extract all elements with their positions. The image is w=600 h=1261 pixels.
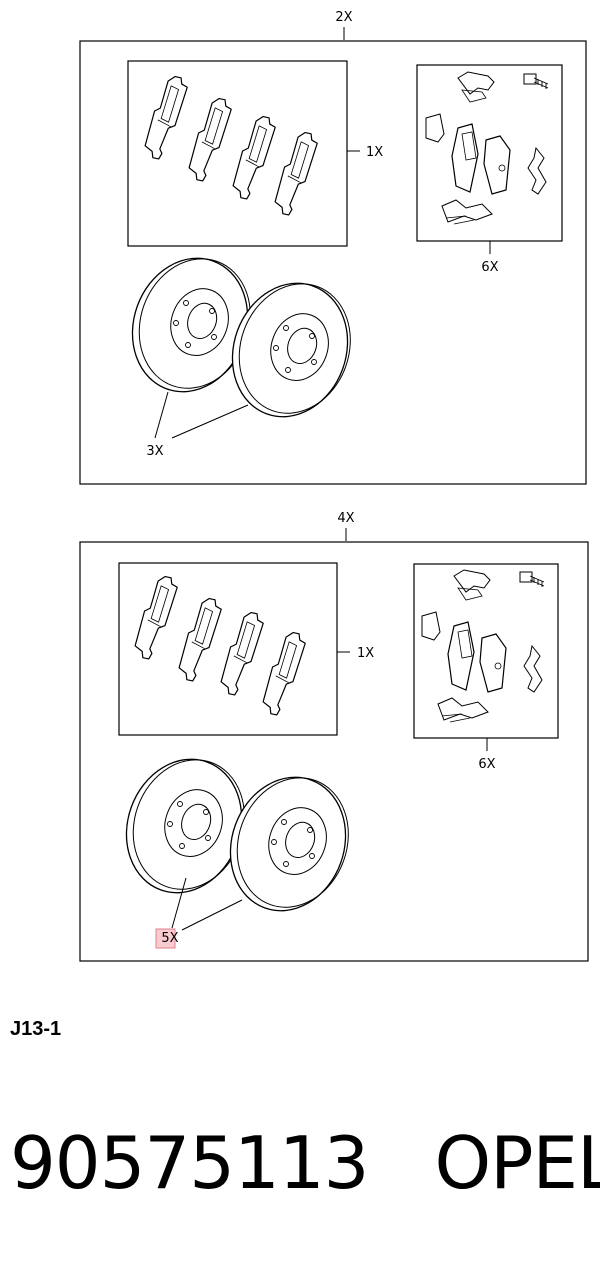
upper-kit: 2X 1X 6X 3X [79, 10, 587, 485]
upper-pads-box [127, 60, 348, 247]
lower-disc-right [211, 760, 367, 928]
part-number: 90575113 [10, 1121, 369, 1205]
lower-pads-qty-label: 1X [357, 646, 374, 661]
upper-hardware-qty-label: 6X [481, 260, 498, 275]
upper-kit-frame [79, 40, 587, 485]
lower-kit-frame [79, 541, 589, 962]
lower-kit-qty-label: 4X [337, 511, 354, 526]
diagram-code: J13-1 [10, 1018, 62, 1040]
parts-diagram-svg: 2X 1X 6X 3X 4X 1X 6X [79, 10, 589, 962]
lower-pads-box [118, 562, 338, 736]
lower-hardware-qty-label: 6X [478, 757, 495, 772]
upper-pads-qty-label: 1X [366, 145, 383, 160]
lower-hardware-box [413, 563, 559, 739]
upper-discs-qty-label: 3X [146, 444, 163, 459]
upper-kit-qty-label: 2X [335, 10, 352, 25]
lower-discs-qty-label: 5X [161, 931, 178, 946]
brand-name: OPEL [434, 1121, 600, 1205]
part-info: 90575113 OPEL [10, 1118, 600, 1208]
lower-kit: 4X 1X 6X 5X [79, 511, 589, 962]
highlight-marker [155, 928, 176, 949]
parts-diagram: 2X 1X 6X 3X 4X 1X 6X [79, 10, 589, 962]
